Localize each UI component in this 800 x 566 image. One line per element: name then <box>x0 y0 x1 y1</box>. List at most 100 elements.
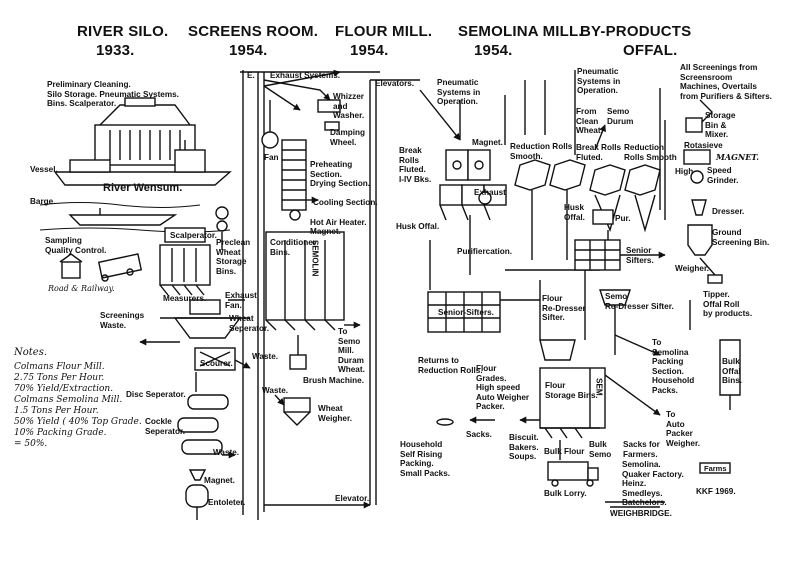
year-1933: 1933. <box>96 42 135 59</box>
year-1954-screens: 1954. <box>229 42 268 59</box>
to-auto-packer-label: To Auto Packer Weigher. <box>666 410 700 448</box>
tipper-label: Tipper. Offal Roll by products. <box>703 290 753 318</box>
preclean-label: Preclean Wheat Storage Bins. <box>216 238 251 276</box>
semo-break-rolls-label: Break Rolls Fluted. <box>576 143 622 162</box>
high-label: High <box>675 167 694 176</box>
header-semolina-mill: SEMOLINA MILL. <box>458 23 583 40</box>
husk-offal-label: Husk Offal. <box>396 222 440 231</box>
conditioner-label: Conditioner Bins. <box>270 238 316 257</box>
speed-grinder-label: Speed Grinder. <box>707 166 739 185</box>
flour-pneumatic-label: Pneumatic Systems in Operation. <box>437 78 481 106</box>
measurers-label: Measurers. <box>163 294 207 303</box>
sacks-farmers-label: Sacks for Farmers. <box>623 440 660 459</box>
scourer-label: Scourer. <box>200 359 233 368</box>
barge-boat <box>68 208 178 226</box>
ground-screening-label: Ground Screening Bin. <box>712 228 770 247</box>
waste-1-label: Waste. <box>252 352 279 361</box>
waste-2-label: Waste. <box>213 448 240 457</box>
break-rolls-label: Break Rolls Fluted. I-IV Bks. <box>399 146 432 184</box>
senior-sifters-label: Senior-Sifters. <box>438 308 494 317</box>
road-railway-label: Road & Railway. <box>48 284 115 293</box>
bulk-flour-label: Bulk Flour <box>544 447 585 456</box>
vessel-label: Vessel. <box>30 165 58 174</box>
header-screens-room: SCREENS ROOM. <box>188 23 319 40</box>
fan-label: Fan <box>264 153 279 162</box>
river-label: River Wensum. <box>103 182 183 194</box>
cooling-label: Cooling Section. <box>313 198 378 207</box>
vessel-ship <box>53 140 232 186</box>
magnet-screens-label: Magnet. <box>310 227 341 236</box>
farms-label: Farms <box>704 464 727 473</box>
barge-label: Barge. <box>30 197 56 206</box>
reduction-rolls-label: Reduction Rolls Smooth. <box>510 142 573 161</box>
silo-prelim-label: Preliminary Cleaning. Silo Storage. Pneu… <box>47 80 179 108</box>
rotasieve-label: Rotasieve <box>684 141 723 150</box>
damping-label: Damping Wheel. <box>330 128 366 147</box>
elevators-label: Elevators. <box>375 79 415 88</box>
lorry-truck <box>97 253 143 282</box>
magnet-silo-label: Magnet. <box>204 476 235 485</box>
sampling-label: Sampling Quality Control. <box>45 236 107 255</box>
semo-senior-sifters-label: Senior Sifters. <box>626 246 654 265</box>
offal-magnet-label: MAGNET. <box>716 152 760 162</box>
flour-magnet-label: Magnet. <box>472 138 503 147</box>
notes-text: Colmans Flour Mill. 2.75 Tons Per Hour. … <box>14 362 142 449</box>
all-screenings-label: All Screenings from Screensroom Machines… <box>680 63 772 101</box>
hot-air-label: Hot Air Heater. <box>310 218 367 227</box>
semo-pneumatic-label: Pneumatic Systems in Operation. <box>577 67 621 95</box>
silo-building <box>94 97 196 166</box>
semo-reduction-label: Reduction Rolls Smooth <box>624 143 677 162</box>
pur-label: Pur. <box>615 214 631 223</box>
bulk-semo-label: Bulk Semo <box>589 440 612 459</box>
header-flour-mill: FLOUR MILL. <box>335 23 433 40</box>
sacks-label: Sacks. <box>466 430 492 439</box>
semolin-label: SEMOLIN <box>310 240 320 277</box>
waste-screens-label: Waste. <box>262 386 289 395</box>
header-river-silo: RIVER SILO. <box>77 23 169 40</box>
biscuit-label: Biscuit. Bakers. Soups. <box>509 433 539 461</box>
elevator-label: Elevator. <box>335 494 370 503</box>
purification-label: Purifiercation. <box>457 247 513 256</box>
flour-grades-label: Flour Grades. High speed Auto Weigher Pa… <box>476 364 530 411</box>
semo-redresser-label: Semo Re-Dresser Sifter. <box>605 292 674 311</box>
flour-storage-label: Flour Storage Bins. <box>545 381 598 400</box>
flour-redresser-label: Flour Re-Dresser Sifter. <box>542 294 586 322</box>
weigher-label: Weigher. <box>675 264 709 273</box>
weighbridge-label: WEIGHBRIDGE. <box>610 509 672 518</box>
semo-husk-offal-label: Husk Offal. <box>564 203 585 222</box>
year-1954-semolina: 1954. <box>474 42 513 59</box>
header-by-products: BY-PRODUCTS <box>580 23 692 40</box>
screenings-waste-label: Screenings Waste. <box>100 311 145 330</box>
notes-title: Notes. <box>14 347 48 358</box>
wheat-separator-label: Wheat Seperator. <box>229 314 270 333</box>
offal-heading: OFFAL. <box>623 42 678 59</box>
sem-label: SEM <box>594 378 604 396</box>
semo-durum-label: Semo Durum <box>607 107 634 126</box>
preheating-label: Preheating Section. Drying Section. <box>310 160 371 188</box>
storage-bin-label: Storage Bin & Mixer. <box>705 111 736 139</box>
bulk-offal-bins-label: Bulk Offal Bins. <box>722 357 743 385</box>
flour-exhaust-label: Exhaust <box>474 188 506 197</box>
cockle-separator-label: Cockle Seperator. <box>145 417 186 436</box>
dresser-label: Dresser. <box>712 207 745 216</box>
e-label: E. <box>247 71 255 80</box>
disc-separator-label: Disc Seperator. <box>126 390 186 399</box>
exhaust-systems-label: Exhaust Systems. <box>270 71 341 80</box>
returns-label: Returns to Reduction Rolls. <box>418 356 483 375</box>
wheat-weigher-label: Wheat Weigher. <box>318 404 352 423</box>
brush-machine-label: Brush Machine. <box>303 376 364 385</box>
kkf-signature: KKF 1969. <box>696 487 736 496</box>
to-semolina-packing-label: To Semolina Packing Section. Household P… <box>652 338 695 395</box>
whizzer-label: Whizzer and Washer. <box>333 92 365 120</box>
to-semo-mill-label: To Semo Mill. Duram Wheat. <box>338 327 365 374</box>
year-1954-flour: 1954. <box>350 42 389 59</box>
semolina-customers-label: Semolina. Quaker Factory. Heinz. Smedley… <box>622 460 684 507</box>
household-label: Household Self Rising Packing. Small Pac… <box>400 440 451 478</box>
sampling-building <box>59 253 83 279</box>
from-clean-wheat-label: From Clean Wheat. <box>576 107 603 135</box>
scalperator-label: Scalperator. <box>170 231 217 240</box>
bulk-lorry-label: Bulk Lorry. <box>544 489 587 498</box>
entoleter-label: Entoleter. <box>208 498 246 507</box>
exhaust-fan-label: Exhaust Fan. <box>225 291 257 310</box>
